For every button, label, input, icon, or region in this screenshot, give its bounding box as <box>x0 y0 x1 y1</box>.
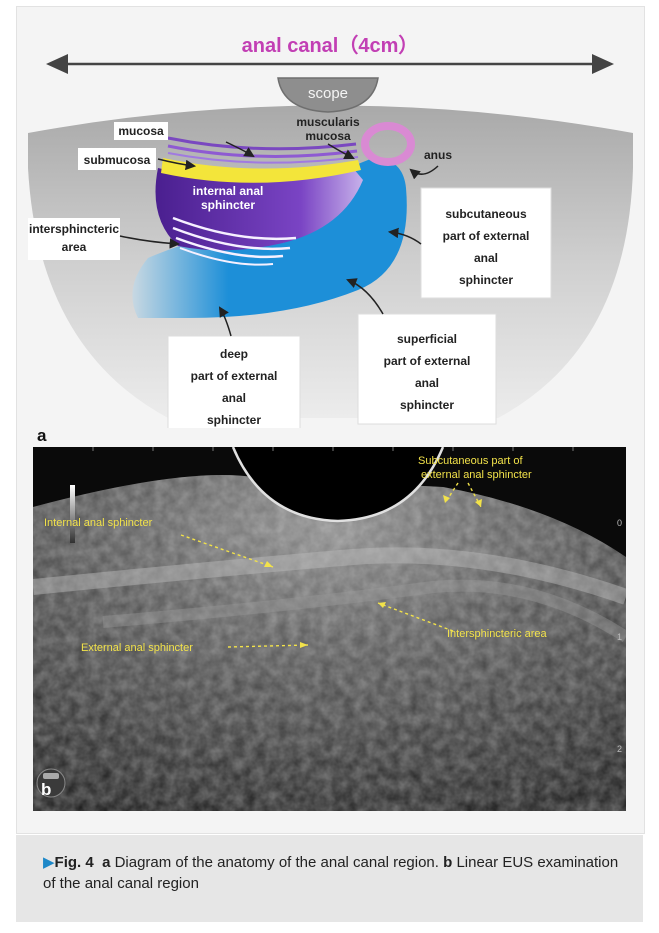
diagram-title: anal canal（4cm） <box>242 34 419 57</box>
depth-mark-1: 1 <box>617 632 622 642</box>
label-mucosa: mucosa <box>118 124 164 138</box>
label-deep-4: sphincter <box>207 413 261 427</box>
label-deep-3: anal <box>222 391 246 405</box>
label-subcutaneous-2: part of external <box>443 229 530 243</box>
anatomy-diagram: anal canal（4cm） scope mucosa muscularis … <box>28 18 633 428</box>
us-label-internal: Internal anal sphincter <box>44 517 153 529</box>
panel-letter-a: a <box>37 426 46 446</box>
grayscale-bar <box>70 485 75 543</box>
us-label-subcutaneous-1: Subcutaneous part of <box>418 455 524 467</box>
label-internal-2: sphincter <box>201 198 255 212</box>
label-subcutaneous-3: anal <box>474 251 498 265</box>
panel-letter-b: b <box>41 780 51 800</box>
caption-text: ▶Fig. 4 a Diagram of the anatomy of the … <box>43 852 633 894</box>
label-muscularis-2: mucosa <box>305 129 351 143</box>
scope-label: scope <box>308 85 348 102</box>
caption-b-letter: b <box>443 854 452 871</box>
caption-triangle-icon: ▶ <box>43 854 55 871</box>
caption-a-text: Diagram of the anatomy of the anal canal… <box>110 854 443 871</box>
figure-caption: ▶Fig. 4 a Diagram of the anatomy of the … <box>16 835 643 922</box>
label-superficial-3: anal <box>415 376 439 390</box>
us-label-external: External anal sphincter <box>81 642 193 654</box>
depth-mark-0: 0 <box>617 518 622 528</box>
caption-fig-number: Fig. 4 <box>55 854 94 871</box>
label-deep-1: deep <box>220 347 248 361</box>
label-subcutaneous-4: sphincter <box>459 273 513 287</box>
label-superficial-2: part of external <box>384 354 471 368</box>
label-intersphincteric-1: intersphincteric <box>29 222 119 236</box>
length-arrow-right-head <box>592 54 614 74</box>
ultrasound-canvas: 0 1 2 Subcutaneous part of external anal… <box>33 447 626 811</box>
label-anus: anus <box>424 148 452 162</box>
label-deep-2: part of external <box>191 369 278 383</box>
label-subcutaneous-1: subcutaneous <box>445 207 527 221</box>
label-intersphincteric-2: area <box>62 240 87 254</box>
label-submucosa: submucosa <box>84 153 151 167</box>
label-internal-1: internal anal <box>193 184 264 198</box>
length-arrow-left-head <box>46 54 68 74</box>
us-label-subcutaneous-2: external anal sphincter <box>421 469 532 481</box>
depth-mark-2: 2 <box>617 744 622 754</box>
label-superficial-4: sphincter <box>400 398 454 412</box>
label-muscularis-1: muscularis <box>296 115 360 129</box>
ultrasound-image: 0 1 2 Subcutaneous part of external anal… <box>33 447 626 811</box>
us-label-intersphincteric: Intersphincteric area <box>447 628 548 640</box>
label-superficial-1: superficial <box>397 332 457 346</box>
